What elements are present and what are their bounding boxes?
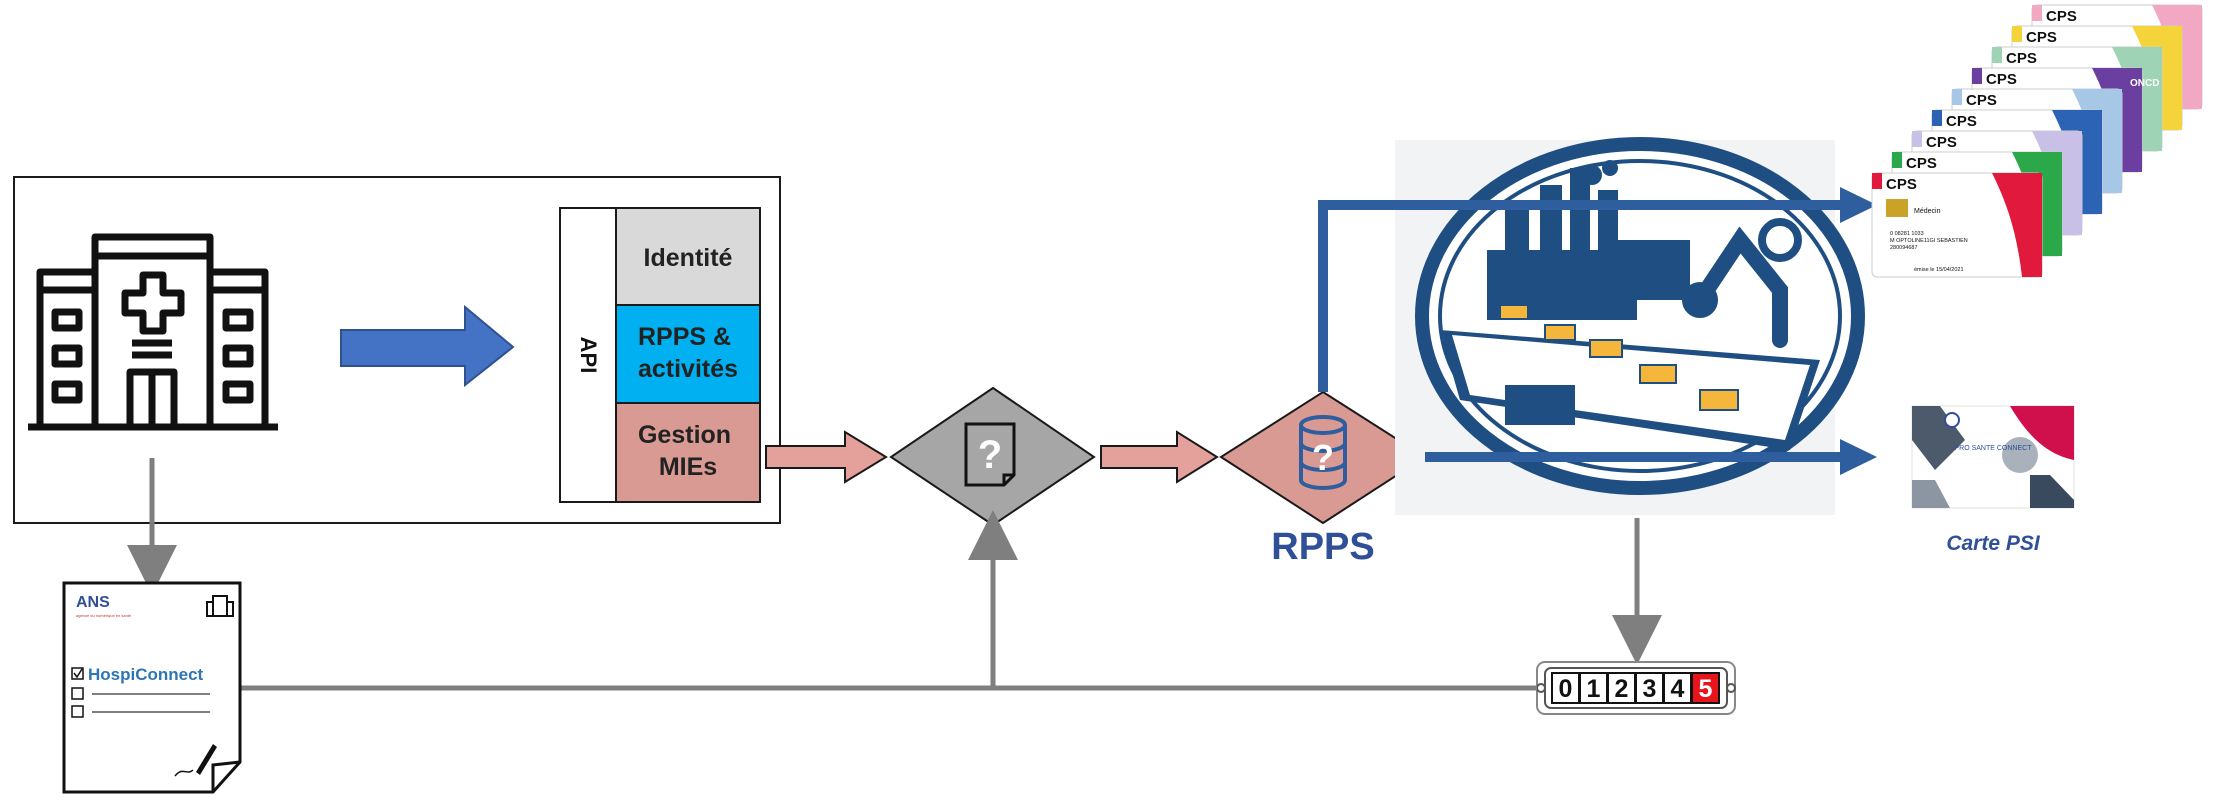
counter-digit-box bbox=[1579, 672, 1608, 704]
pen-icon bbox=[196, 744, 217, 775]
cps-card-label: CPS bbox=[1986, 71, 2017, 88]
counter-digit: 2 bbox=[1615, 675, 1629, 703]
pink-arrow-1 bbox=[765, 430, 888, 484]
hospiconnect-document: ANS agence du numérique en santé HospiCo… bbox=[62, 581, 242, 794]
psi-emblem-icon bbox=[1944, 412, 1960, 428]
arrow-to-cps-head bbox=[1840, 187, 1877, 223]
small-hospital-icon bbox=[206, 595, 234, 617]
check-icon bbox=[73, 668, 83, 679]
cps-card-label: CPS bbox=[1966, 92, 1997, 109]
rpps-label: RPPS bbox=[1271, 526, 1374, 568]
carte-psi-caption: Carte PSI bbox=[1946, 532, 2041, 555]
robot-arm-icon bbox=[1682, 218, 1802, 348]
cps-front-line: 0 08281 1033 bbox=[1890, 231, 1924, 237]
counter-digit-box bbox=[1607, 672, 1636, 704]
cps-card-label: CPS bbox=[1906, 155, 1937, 172]
cps-card-label: CPS bbox=[1886, 176, 1917, 193]
control-panel bbox=[1505, 385, 1575, 425]
cps-card-label: CPS bbox=[1946, 113, 1977, 130]
arrow-to-psi-head bbox=[1840, 439, 1877, 475]
factory-building-icon bbox=[1487, 160, 1690, 320]
api-stack: API Identité RPPS & activités Gestion MI… bbox=[559, 207, 761, 503]
database-icon: ? bbox=[1299, 415, 1347, 490]
blue-arrow bbox=[340, 304, 515, 388]
psi-card-text: PRO SANTE CONNECT bbox=[1954, 445, 2032, 452]
ans-logo-subtitle: agence du numérique en santé bbox=[76, 613, 132, 618]
cps-card: CPS bbox=[1871, 172, 2043, 278]
counter-digit-box bbox=[1635, 672, 1664, 704]
decision-glyph: ? bbox=[978, 433, 1002, 477]
counter-digit: 3 bbox=[1643, 675, 1657, 703]
cps-front-line: 280094687 bbox=[1890, 245, 1918, 251]
gestion-mies-label: Gestion MIEs bbox=[638, 421, 738, 481]
counter-digit: 5 bbox=[1699, 675, 1713, 703]
checkbox-empty-1 bbox=[71, 687, 84, 700]
rpps-activites-label: RPPS & activités bbox=[638, 323, 738, 383]
cps-front-line: M OPTOLINE11GI SEBASTIEN bbox=[1890, 238, 1968, 244]
ans-logo: ANS bbox=[76, 594, 110, 611]
gestion-mies-row bbox=[615, 402, 761, 503]
cps-front-date: émise le 15/04/2021 bbox=[1914, 267, 1964, 273]
counter-digit: 1 bbox=[1587, 675, 1601, 703]
identite-label: Identité bbox=[644, 244, 733, 272]
chip-icons bbox=[1499, 304, 1739, 411]
hospital-icon bbox=[28, 233, 278, 431]
arrow-to-cps-line bbox=[1318, 200, 1855, 392]
api-side-panel bbox=[559, 207, 617, 503]
rpps-glyph: ? bbox=[1312, 437, 1334, 478]
pink-arrow-2 bbox=[1100, 430, 1219, 484]
signature-scribble bbox=[174, 769, 194, 777]
cps-card-label: CPS bbox=[2046, 8, 2077, 25]
checkbox-empty-2 bbox=[71, 705, 84, 718]
checkbox-checked bbox=[71, 667, 84, 680]
cps-card-label: CPS bbox=[1926, 134, 1957, 151]
counter-digit: 4 bbox=[1671, 675, 1685, 703]
counter-digit-box bbox=[1691, 672, 1720, 704]
cps-card-label: CPS bbox=[2006, 50, 2037, 67]
carte-psi-card: PRO SANTE CONNECT bbox=[1911, 405, 2075, 509]
oncd-badge: ONCD bbox=[2130, 78, 2159, 89]
cps-card-stack: CPS CPS CPS CPS CPS CPS CPS CPS CPS Médecin 0 0828… bbox=[1871, 4, 2203, 278]
hospiconnect-title: HospiConnect bbox=[88, 665, 204, 684]
rpps-activites-row bbox=[615, 304, 761, 404]
counter-digit: 0 bbox=[1559, 675, 1573, 703]
cps-front-label: Médecin bbox=[1914, 208, 1941, 215]
cps-card-label: CPS bbox=[2026, 29, 2057, 46]
document-icon: ? bbox=[964, 422, 1016, 487]
rpps-diamond bbox=[1219, 390, 1427, 525]
api-label: API bbox=[576, 337, 601, 374]
